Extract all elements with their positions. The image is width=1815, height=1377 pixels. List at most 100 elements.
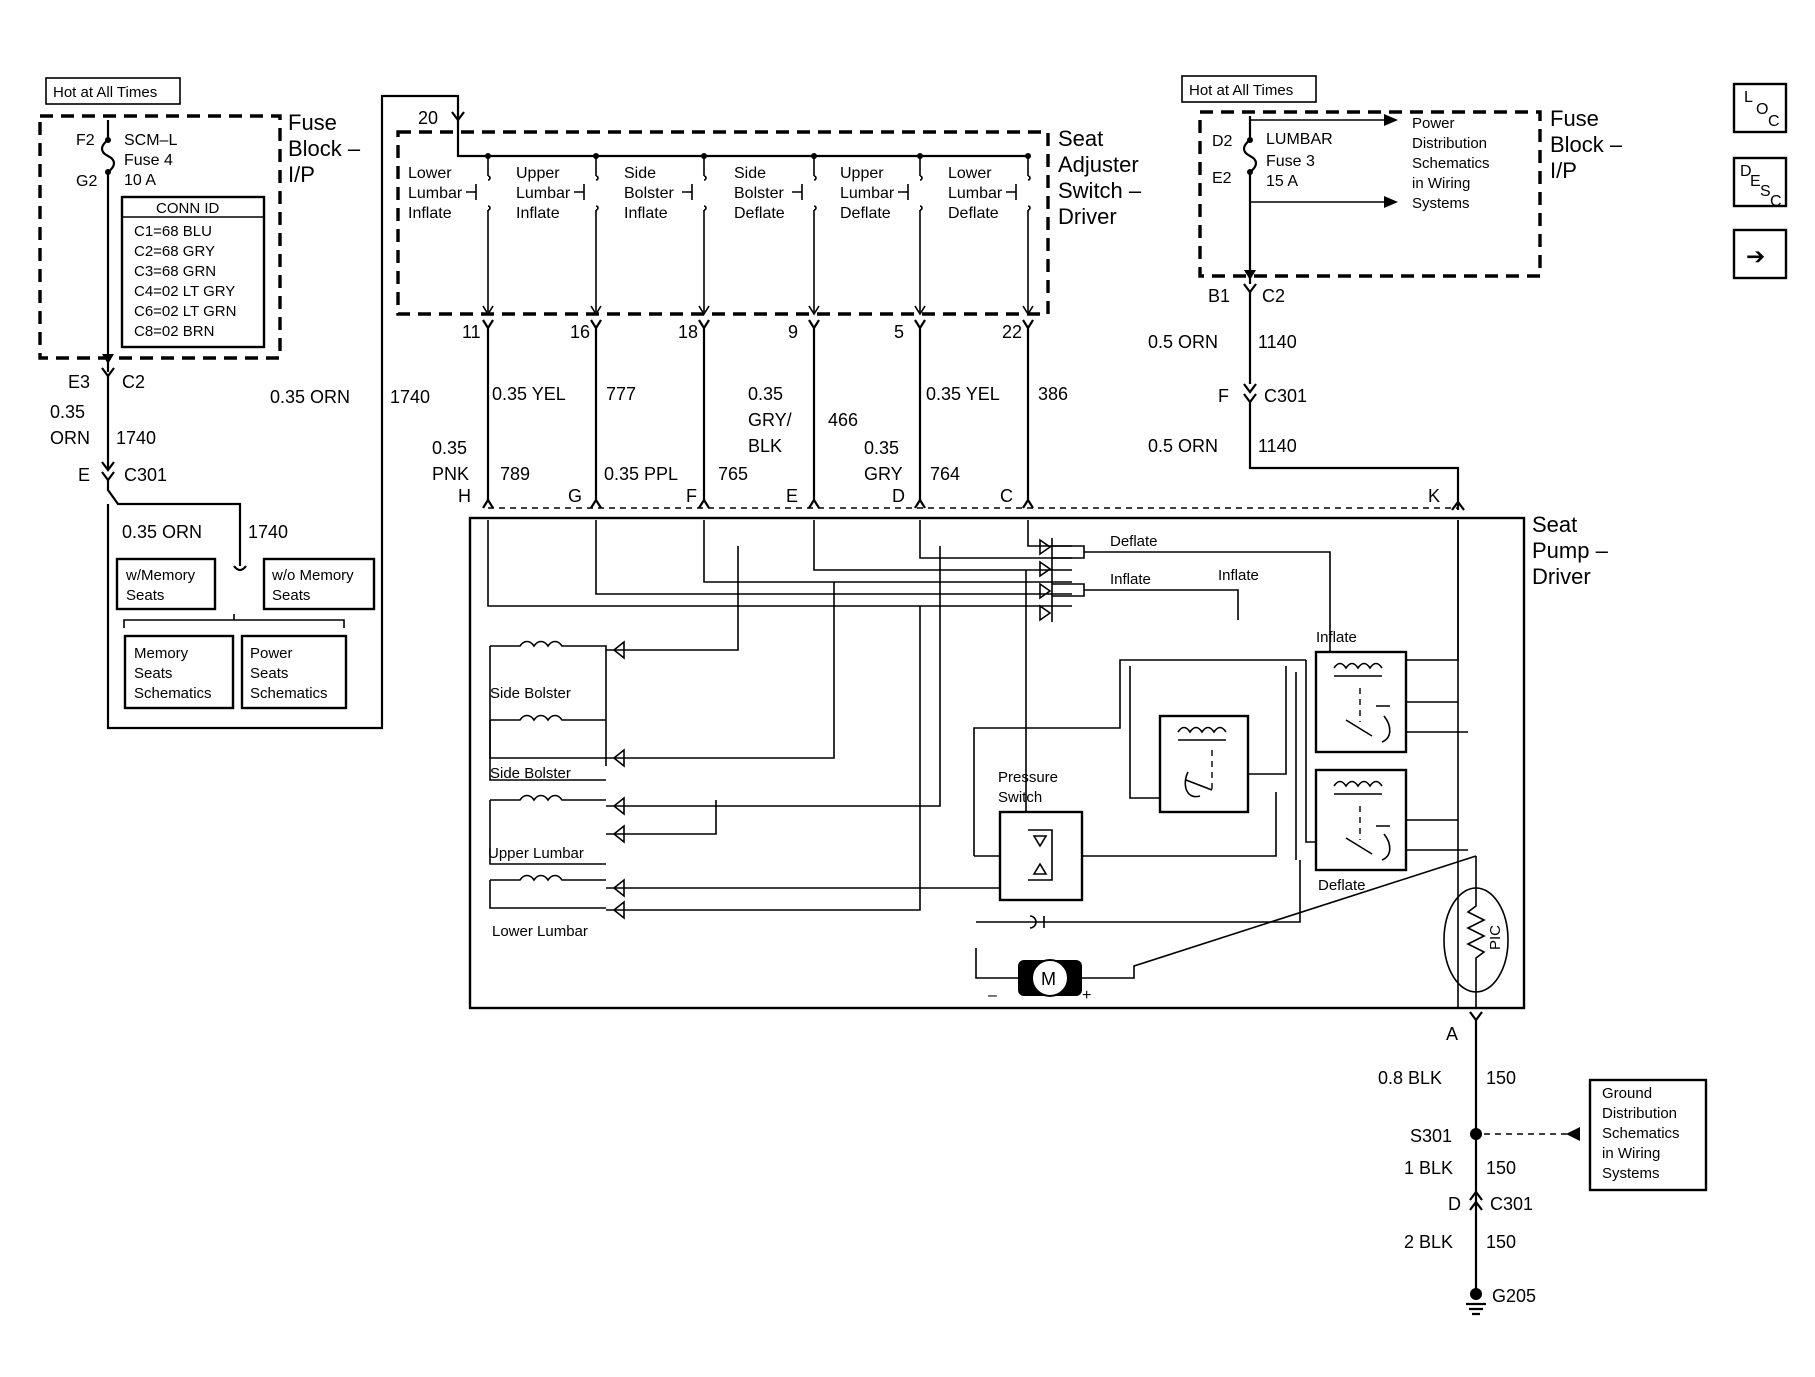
- memory-seats-schematics-link[interactable]: [123, 634, 235, 710]
- switch-label: Bolster: [734, 185, 784, 202]
- pin-d2: D2: [1212, 133, 1233, 150]
- switch-label: Lumbar: [408, 185, 463, 202]
- loc-letter: C: [1768, 113, 1780, 130]
- hot-at-all-times-box-right: [1181, 75, 1317, 103]
- fuse-dot-top: [105, 137, 111, 143]
- with-memory-label-1: w/Memory: [125, 567, 196, 584]
- switch-label: Lumbar: [840, 185, 895, 202]
- w11-gauge-2: PNK: [432, 464, 469, 484]
- pic-label: PIC: [1487, 925, 1504, 950]
- fuse-dot-bottom: [105, 169, 111, 175]
- desc-letter: C: [1770, 193, 1782, 210]
- ground-conn-name: C301: [1490, 1194, 1533, 1214]
- lumbar-fuse-number: Fuse 3: [1266, 153, 1315, 170]
- switch-label: Lower: [408, 165, 452, 182]
- w18-circuit: 765: [718, 464, 748, 484]
- conn-id-row: C2=68 GRY: [134, 243, 215, 260]
- pump-title-2: Pump –: [1532, 538, 1609, 563]
- pressure-switch-label-2: Switch: [998, 789, 1042, 806]
- splice-label: S301: [1410, 1126, 1452, 1146]
- pump-pin-d: D: [892, 486, 905, 506]
- power-dist-5: Systems: [1412, 195, 1470, 212]
- switch-output-pin: 18: [678, 322, 698, 342]
- switch-output-pin: 5: [894, 322, 904, 342]
- pump-ground-pin: A: [1446, 1024, 1458, 1044]
- pump-pin-f: F: [686, 486, 697, 506]
- switch-label: Lumbar: [516, 185, 571, 202]
- desc-letter: D: [1740, 163, 1752, 180]
- pump-pin-g: G: [568, 486, 582, 506]
- fuse-symbol: [100, 120, 116, 372]
- branch-wire-gauge: 0.35 ORN: [122, 522, 202, 542]
- pin-e3: E3: [68, 372, 90, 392]
- memory-schem-3: Schematics: [134, 685, 212, 702]
- switch-label: Upper: [516, 165, 560, 182]
- pump-pin-h: H: [458, 486, 471, 506]
- desc-letter: S: [1760, 183, 1771, 200]
- pump-pin-c: C: [1000, 486, 1013, 506]
- ground-dist-5: Systems: [1602, 1165, 1660, 1182]
- fuse-block-right-title-3: I/P: [1550, 158, 1577, 183]
- switch-label: Side: [734, 165, 766, 182]
- pump-outline: [468, 516, 1526, 1010]
- w9-gauge-1: 0.35: [748, 384, 783, 404]
- deflate-label: Deflate: [1110, 533, 1158, 550]
- with-memory-label-2: Seats: [126, 587, 164, 604]
- power-dist-2: Distribution: [1412, 135, 1487, 152]
- fuse-rating: 10 A: [124, 172, 156, 189]
- w5-circuit: 764: [930, 464, 960, 484]
- switch-title-2: Adjuster: [1058, 152, 1139, 177]
- power-dist-4: in Wiring: [1412, 175, 1470, 192]
- ground-distribution-link[interactable]: [1588, 1078, 1708, 1192]
- switch-label: Deflate: [734, 205, 785, 222]
- capacitor-icon: [1029, 915, 1045, 929]
- riser-wire-circuit: 1740: [390, 387, 430, 407]
- branch-wire-circuit: 1740: [248, 522, 288, 542]
- pressure-switch-label-1: Pressure: [998, 769, 1058, 786]
- w9-gauge-3: BLK: [748, 436, 782, 456]
- switch-label: Inflate: [516, 205, 560, 222]
- pump-title-3: Driver: [1532, 564, 1591, 589]
- switch-title-4: Driver: [1058, 204, 1117, 229]
- conn-c301: C301: [124, 465, 167, 485]
- motor-plus: +: [1082, 987, 1091, 1004]
- loc-letter: L: [1744, 89, 1753, 106]
- switch-label: Inflate: [408, 205, 452, 222]
- hot-at-all-times-label-right: Hot at All Times: [1189, 82, 1293, 99]
- ground-wire2-gauge: 1 BLK: [1404, 1158, 1453, 1178]
- conn-id-row: C8=02 BRN: [134, 323, 214, 340]
- fuse-name: SCM–L: [124, 132, 177, 149]
- switch-output-pin: 11: [462, 322, 481, 342]
- with-memory-box: [115, 557, 217, 611]
- riser-wire-gauge: 0.35 ORN: [270, 387, 350, 407]
- power-schem-2: Seats: [250, 665, 288, 682]
- power-seats-schematics-link[interactable]: [240, 634, 348, 710]
- ground-icon: [1466, 1302, 1486, 1316]
- lumbar-fuse-rating: 15 A: [1266, 173, 1298, 190]
- location-button[interactable]: L O C: [1732, 82, 1788, 134]
- ground-dist-1: Ground: [1602, 1085, 1652, 1102]
- switch-label: Side: [624, 165, 656, 182]
- switch-label: Upper: [840, 165, 884, 182]
- hot-at-all-times-box: [45, 77, 181, 105]
- description-button[interactable]: D E S C: [1732, 156, 1788, 210]
- without-memory-label-1: w/o Memory: [271, 567, 354, 584]
- without-memory-label-2: Seats: [272, 587, 310, 604]
- next-page-button[interactable]: ➔: [1732, 228, 1788, 280]
- conn-id-row: C4=02 LT GRY: [134, 283, 235, 300]
- w11-circuit: 789: [500, 464, 530, 484]
- w16-circuit: 777: [606, 384, 636, 404]
- deflate-relay: [1314, 768, 1408, 872]
- motor-icon: [1031, 959, 1069, 997]
- conn-c301-right: C301: [1264, 386, 1307, 406]
- seat-adjuster-switch: 20 Seat Adjuster Switch – Driver LowerLu…: [396, 108, 1142, 509]
- switch-output-pin: 16: [570, 322, 590, 342]
- conn-id-row: C1=68 BLU: [134, 223, 212, 240]
- inflate-label-2: Inflate: [1218, 567, 1259, 584]
- power-dist-3: Schematics: [1412, 155, 1490, 172]
- conn-c2-right: C2: [1262, 286, 1285, 306]
- left-feed-circuit: 0.35 ORN 1740 E C301 0.35 ORN 1740 w/Mem…: [50, 94, 465, 730]
